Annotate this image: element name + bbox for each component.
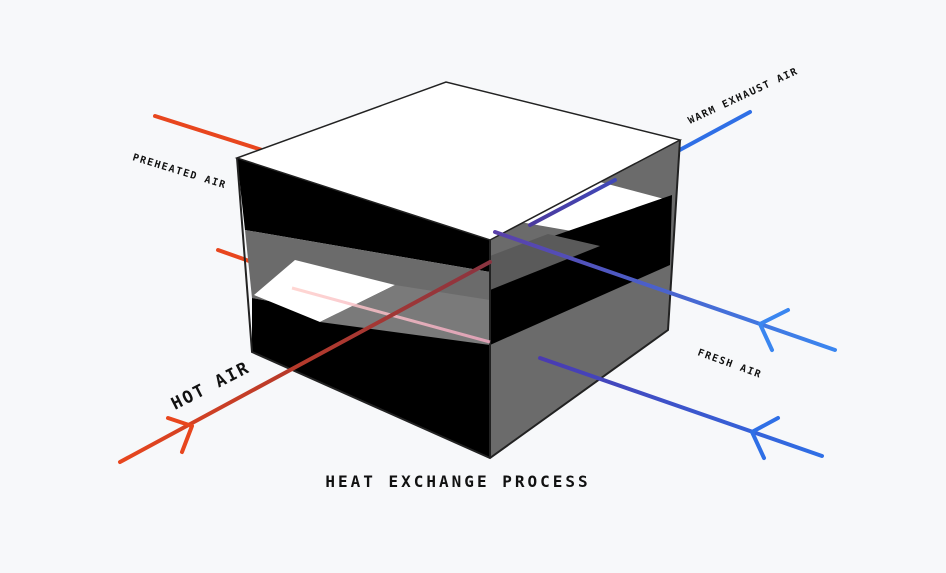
box-right-inner-gray [490, 234, 600, 290]
box-right-band-middle [490, 195, 672, 345]
box-inner-slot-upper [520, 182, 668, 236]
box-inner-slot-lower [254, 260, 395, 322]
heat-exchanger-box [234, 81, 683, 460]
hot-air-stream [118, 260, 492, 464]
label-hot-air: HOT AIR [168, 358, 253, 415]
preheated-air-stream-lower [216, 248, 254, 264]
label-fresh-air: FRESH AIR [696, 347, 763, 380]
label-preheated-air: PREHEATED AIR [131, 152, 228, 191]
preheated-air-stream [153, 114, 264, 152]
arrowhead-icon [758, 308, 790, 352]
box-left-band-top [237, 158, 490, 272]
warm-exhaust-air-stream [674, 110, 752, 154]
box-left-band-bottom [252, 298, 490, 458]
fresh-air-stream-upper [493, 230, 837, 352]
diagram-title: HEAT EXCHANGE PROCESS [325, 472, 590, 491]
warm-exhaust-inner-stream [528, 178, 617, 227]
arrowhead-icon [750, 416, 780, 460]
fresh-air-stream-lower [538, 356, 824, 458]
arrowhead-icon [166, 416, 194, 454]
